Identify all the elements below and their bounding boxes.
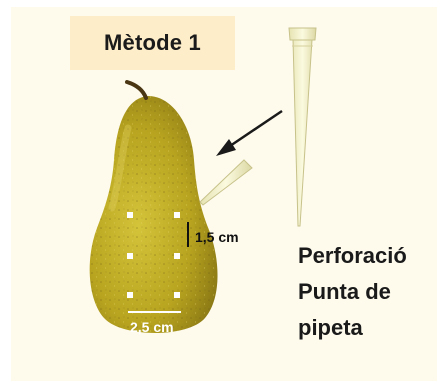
- caption-line: Punta de: [298, 274, 407, 310]
- hole-marker: [174, 292, 180, 298]
- arrow-icon: [216, 111, 282, 156]
- hole-marker: [127, 253, 133, 259]
- pear-icon: [90, 82, 218, 333]
- hole-marker: [127, 212, 133, 218]
- hole-marker: [174, 212, 180, 218]
- caption-line: Perforació: [298, 238, 407, 274]
- hole-marker: [174, 253, 180, 259]
- pear-stem: [127, 82, 146, 98]
- horizontal-spacing-label: 2,5 cm: [130, 319, 174, 335]
- pipette-tip-icon: [289, 28, 316, 226]
- inserted-pipette-tip: [200, 160, 252, 205]
- hole-marker: [127, 292, 133, 298]
- vertical-spacing-label: 1,5 cm: [195, 229, 239, 245]
- caption-line: pipeta: [298, 310, 407, 346]
- caption: Perforació Punta de pipeta: [298, 238, 407, 346]
